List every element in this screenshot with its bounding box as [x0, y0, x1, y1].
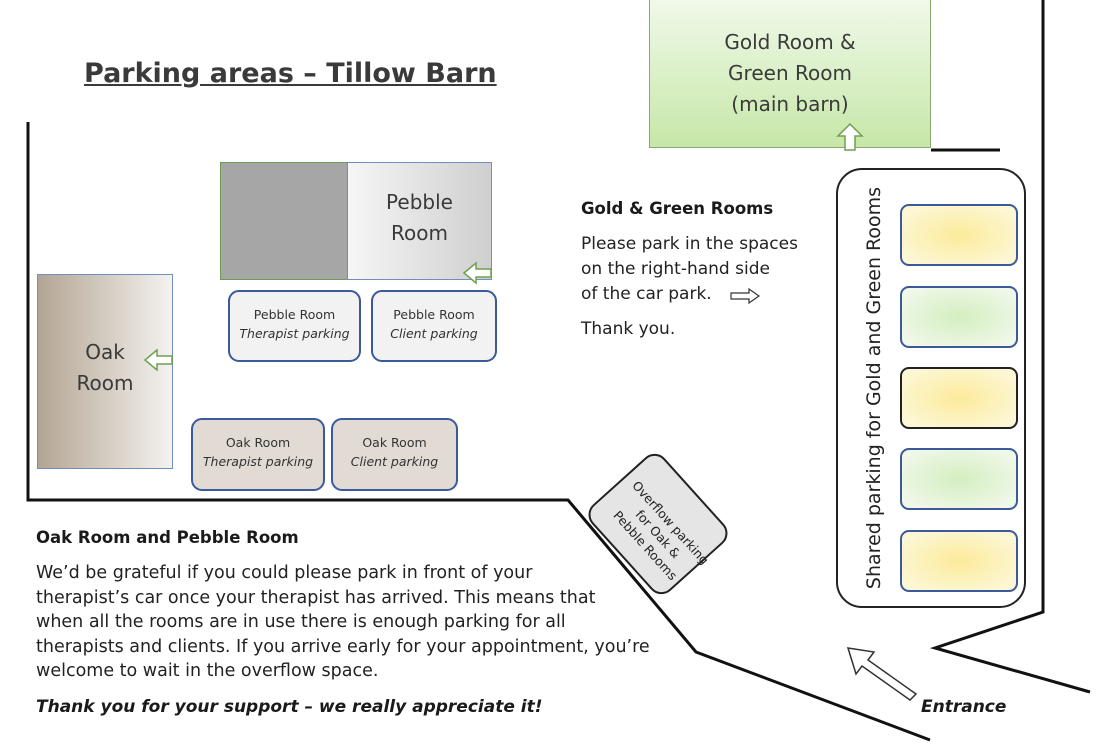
oak-pebble-info-line: when all the rooms are in use there is e…	[36, 612, 566, 632]
parking-space-type: Client parking	[350, 454, 439, 469]
shared-parking-space	[900, 448, 1018, 510]
gold-green-info-line: on the right-hand side	[581, 259, 770, 279]
parking-space-type: Therapist parking	[239, 326, 350, 341]
parking-space-room: Oak Room	[362, 435, 427, 450]
oak-pebble-info-heading: Oak Room and Pebble Room	[36, 528, 299, 547]
shared-parking-area	[836, 168, 1026, 608]
gold-green-info-thanks: Thank you.	[581, 319, 676, 339]
oak-client-parking-space: Oak Room Client parking	[331, 418, 458, 491]
pebble-room-label-1: Pebble	[386, 190, 453, 214]
oak-pebble-info-line: We’d be grateful if you could please par…	[36, 563, 533, 583]
shared-parking-space	[900, 367, 1018, 429]
parking-space-room: Oak Room	[225, 435, 291, 450]
gold-green-room-building: Gold Room & Green Room (main barn)	[649, 0, 931, 148]
gold-green-info-line: of the car park.	[581, 284, 712, 304]
gold-green-room-label-2: Green Room	[728, 61, 852, 85]
shared-parking-space	[900, 530, 1018, 592]
gold-green-room-label-3: (main barn)	[731, 92, 849, 116]
parking-space-room: Pebble Room	[393, 307, 475, 322]
shared-parking-space	[900, 286, 1018, 348]
pebble-room-annex-block	[220, 162, 348, 280]
oak-pebble-info-line: therapist’s car once your therapist has …	[36, 588, 596, 608]
parking-space-type: Client parking	[390, 326, 478, 341]
pebble-room-label-2: Room	[391, 221, 448, 245]
shared-parking-space	[900, 204, 1018, 266]
pebble-room-building: Pebble Room	[347, 162, 492, 280]
oak-pebble-info-line: welcome to wait in the overflow space.	[36, 661, 379, 681]
page-title: Parking areas – Tillow Barn	[84, 58, 497, 89]
closing-thanks: Thank you for your support – we really a…	[36, 697, 543, 717]
oak-therapist-parking-space: Oak Room Therapist parking	[191, 418, 325, 491]
pebble-client-parking-space: Pebble Room Client parking	[371, 290, 497, 362]
entrance-arrow-icon	[846, 647, 918, 701]
parking-space-room: Pebble Room	[253, 307, 336, 322]
oak-room-entry-arrow-icon	[143, 348, 173, 372]
pebble-room-entry-arrow-icon	[462, 261, 492, 285]
entrance-label: Entrance	[921, 697, 1007, 717]
gold-green-info-line: Please park in the spaces	[581, 234, 798, 254]
oak-room-building: Oak Room	[37, 274, 173, 469]
oak-pebble-info-line: therapists and clients. If you arrive ea…	[36, 637, 650, 657]
pebble-therapist-parking-space: Pebble Room Therapist parking	[228, 290, 361, 362]
gold-green-room-label-1: Gold Room &	[724, 30, 856, 54]
parking-space-type: Therapist parking	[202, 454, 314, 469]
oak-room-label-2: Room	[76, 371, 134, 395]
right-arrow-icon	[730, 287, 761, 305]
shared-parking-label: Shared parking for Gold and Green Rooms	[863, 186, 885, 590]
oak-room-label-1: Oak	[85, 340, 125, 364]
gold-green-info-heading: Gold & Green Rooms	[581, 199, 774, 218]
gold-green-entry-arrow-icon	[836, 122, 864, 151]
